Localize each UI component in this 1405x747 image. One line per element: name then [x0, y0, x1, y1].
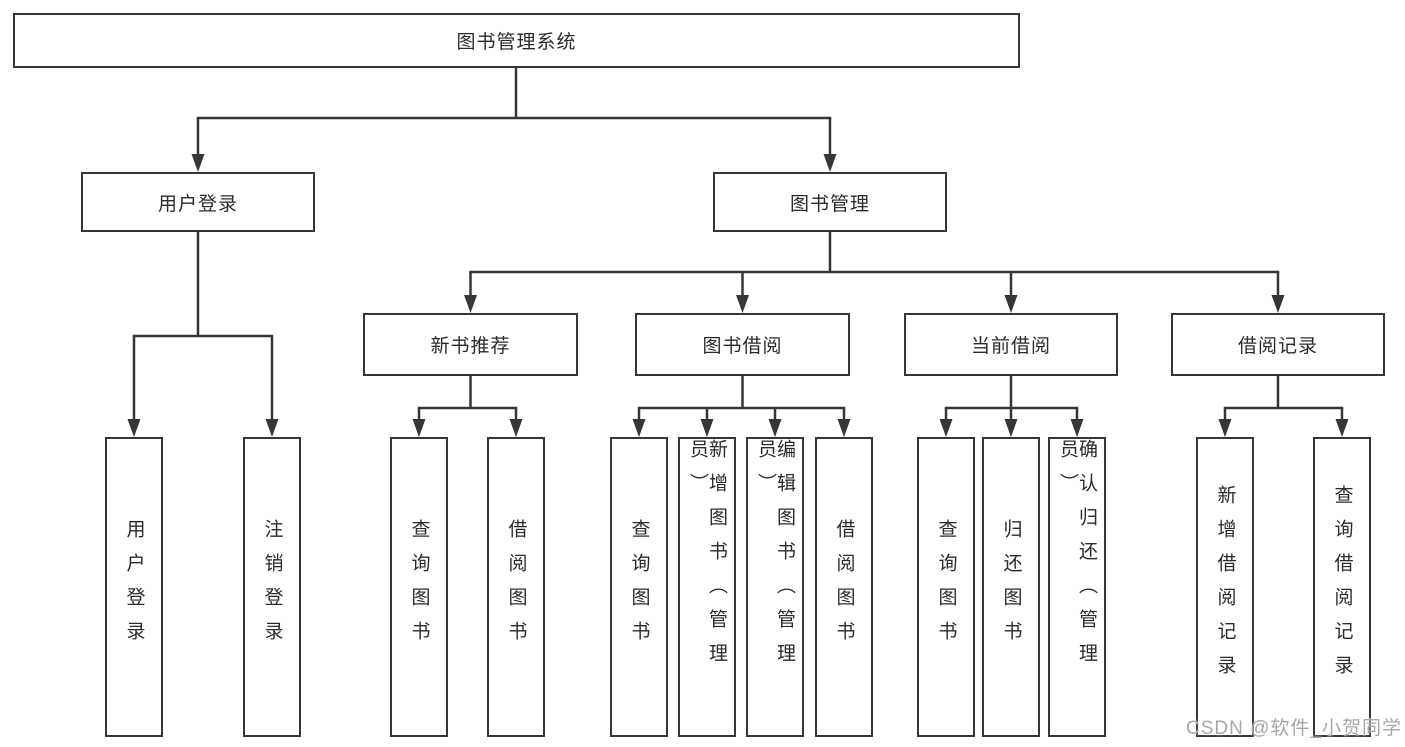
node-bw-query-books: 查询图书	[610, 437, 668, 737]
node-cu-confirm-return-admin: 确认归还（管理员）	[1048, 437, 1106, 737]
node-book-borrowing: 图书借阅	[635, 313, 850, 376]
node-new-book-recommend: 新书推荐	[363, 313, 578, 376]
node-nr-borrow-books: 借阅图书	[487, 437, 545, 737]
connector-newrec-split	[417, 376, 518, 410]
node-rc-add-record: 新增借阅记录	[1196, 437, 1254, 737]
connector-mgmt-split	[469, 232, 1280, 274]
node-rc-query-record: 查询借阅记录	[1313, 437, 1371, 737]
watermark: CSDN @软件_小贺同学	[1186, 718, 1402, 739]
node-root-system: 图书管理系统	[13, 13, 1020, 68]
connector-records-split	[1223, 376, 1344, 410]
node-bw-add-books-admin: 新增图书（管理员）	[678, 437, 736, 737]
connector-root-split	[196, 68, 832, 120]
node-current-borrowing: 当前借阅	[904, 313, 1118, 376]
node-bw-borrow-books: 借阅图书	[815, 437, 873, 737]
node-book-management: 图书管理	[713, 172, 947, 232]
node-user-login-group: 用户登录	[81, 172, 315, 232]
connector-current-split	[944, 376, 1079, 410]
node-cu-return-books: 归还图书	[982, 437, 1040, 737]
node-borrowing-records: 借阅记录	[1171, 313, 1385, 376]
connector-login-split	[132, 232, 274, 338]
node-user-login: 用户登录	[105, 437, 163, 737]
node-cu-query-books: 查询图书	[917, 437, 975, 737]
connector-borrow-split	[637, 376, 846, 410]
node-logout: 注销登录	[243, 437, 301, 737]
node-bw-edit-books-admin: 编辑图书（管理员）	[746, 437, 804, 737]
node-nr-query-books: 查询图书	[390, 437, 448, 737]
